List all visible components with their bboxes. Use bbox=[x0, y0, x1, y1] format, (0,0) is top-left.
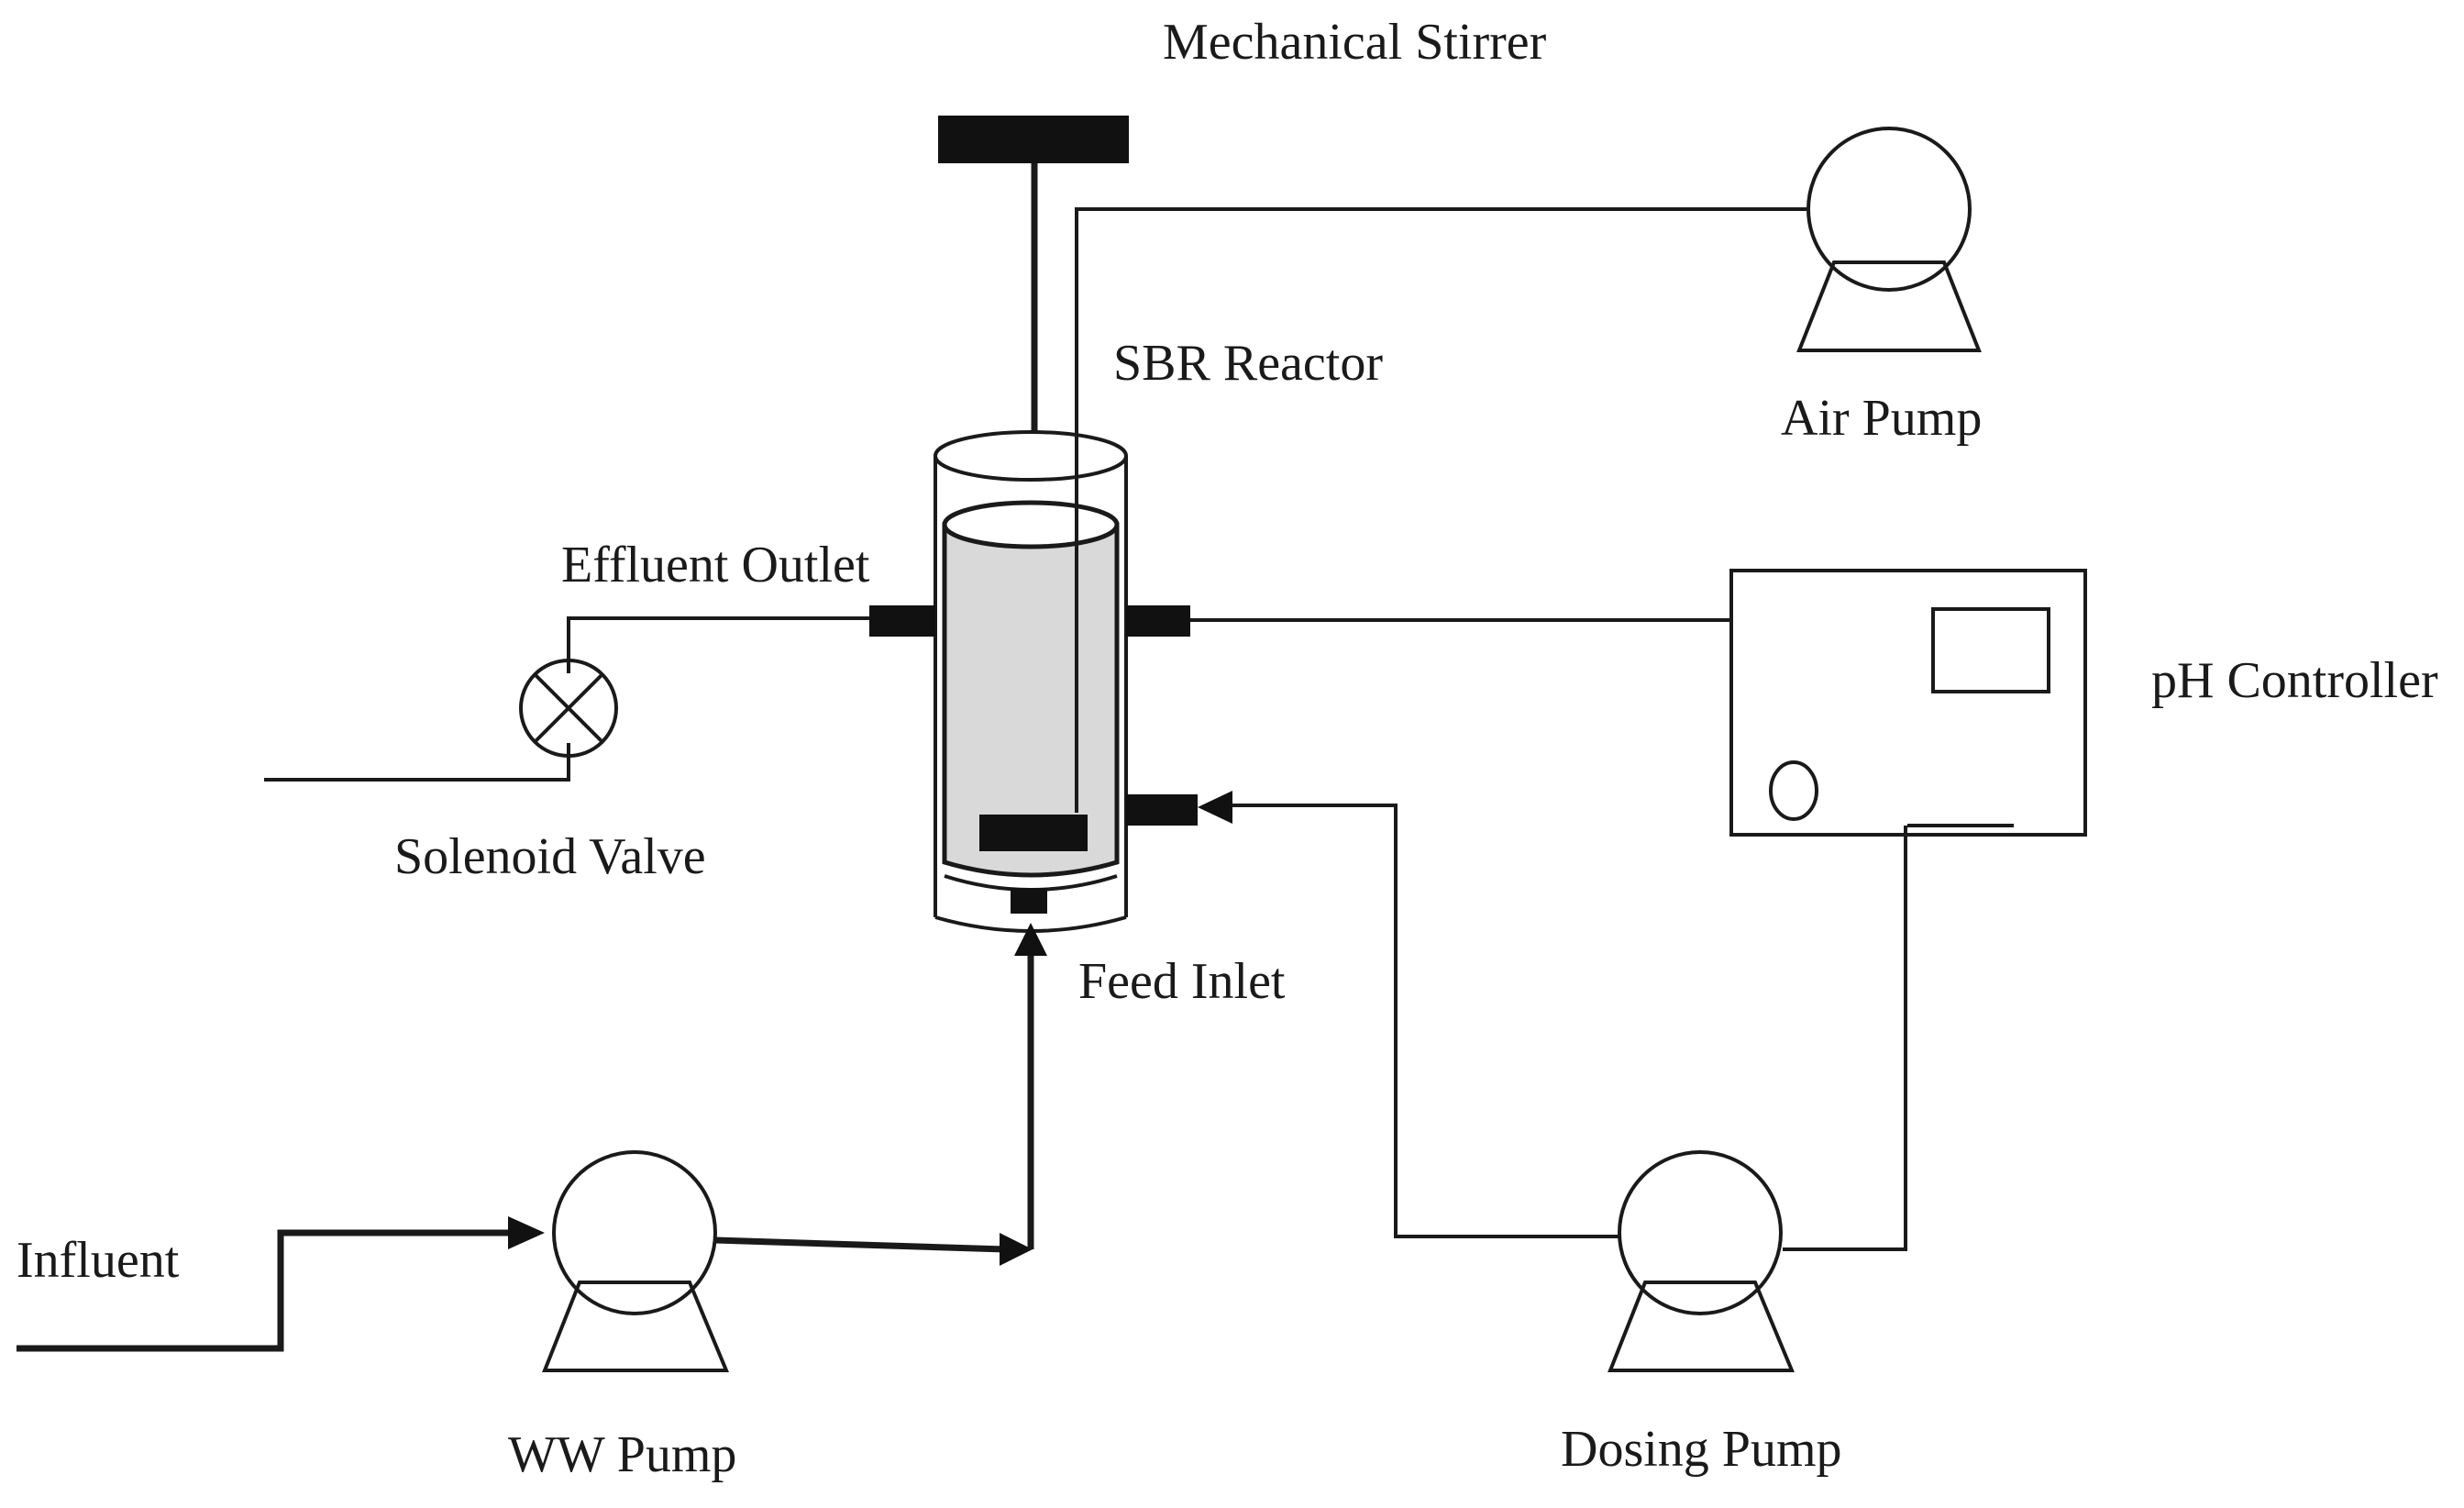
label-air-pump: Air Pump bbox=[1781, 390, 1982, 447]
ph-controller bbox=[1729, 569, 2087, 837]
label-ph-controller: pH Controller bbox=[2151, 652, 2438, 709]
air-pump bbox=[1796, 127, 1982, 352]
ww-pump bbox=[542, 1150, 729, 1372]
feed-line bbox=[714, 923, 1047, 1266]
reactor-liquid bbox=[942, 522, 1120, 878]
label-sbr-reactor: SBR Reactor bbox=[1113, 335, 1383, 392]
label-solenoid-valve: Solenoid Valve bbox=[394, 828, 706, 885]
sbr-reactor bbox=[869, 430, 1198, 933]
influent-arrow bbox=[508, 1216, 545, 1249]
label-influent: Influent bbox=[17, 1232, 180, 1289]
ph-probe-port bbox=[1126, 605, 1190, 637]
feed-arrow-up bbox=[1014, 923, 1047, 956]
dosing-pump bbox=[1608, 1150, 1795, 1372]
feed-arrow-right bbox=[1000, 1233, 1033, 1266]
mechanical-stirrer bbox=[938, 116, 1129, 431]
ph-display bbox=[1931, 607, 2050, 693]
dosing-line bbox=[1198, 791, 1619, 1238]
dosing-port bbox=[1126, 794, 1198, 826]
label-effluent-outlet: Effluent Outlet bbox=[561, 537, 870, 593]
solenoid-valve bbox=[519, 659, 618, 758]
control-line bbox=[1783, 826, 1907, 1251]
label-ww-pump: WW Pump bbox=[508, 1426, 736, 1483]
label-dosing-pump: Dosing Pump bbox=[1561, 1421, 1842, 1478]
label-feed-inlet: Feed Inlet bbox=[1078, 953, 1286, 1010]
effluent-port bbox=[869, 605, 935, 637]
label-mechanical-stirrer: Mechanical Stirrer bbox=[1163, 14, 1547, 71]
dosing-arrow bbox=[1198, 791, 1232, 824]
ph-knob bbox=[1769, 760, 1818, 821]
air-line bbox=[1075, 207, 1807, 813]
influent-line bbox=[17, 1216, 545, 1352]
